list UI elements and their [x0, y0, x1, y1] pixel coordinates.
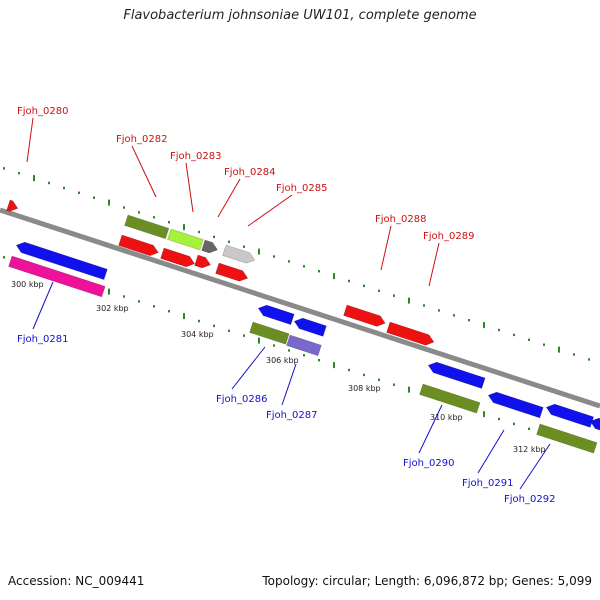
- gene-arrow-fjoh-0286[interactable]: [249, 321, 290, 345]
- leader-line: [131, 145, 157, 198]
- scale-label: 300 kbp: [11, 280, 44, 289]
- scale-label: 308 kbp: [348, 384, 381, 393]
- leader-line: [418, 404, 443, 454]
- gene-label-fjoh-0283[interactable]: Fjoh_0283: [170, 151, 221, 162]
- gene-arrow-fjoh-0285[interactable]: [222, 244, 257, 265]
- gene-arrow[interactable]: [427, 360, 486, 389]
- gene-arrow[interactable]: [215, 262, 250, 283]
- gene-arrow-fjoh-0284[interactable]: [201, 239, 220, 255]
- gene-label-fjoh-0285[interactable]: Fjoh_0285: [276, 183, 327, 194]
- gene-arrow-fjoh-0280[interactable]: [6, 199, 20, 214]
- gene-arrow-fjoh-0288[interactable]: [343, 304, 387, 328]
- gene-arrow-fjoh-0281[interactable]: [8, 255, 106, 298]
- gene-arrow[interactable]: [257, 303, 295, 326]
- label-leader-lines: [26, 117, 551, 490]
- leader-line: [231, 346, 266, 390]
- gene-label-fjoh-0290[interactable]: Fjoh_0290: [403, 458, 454, 469]
- gene-arrow-fjoh-0283[interactable]: [167, 228, 204, 251]
- gene-arrow-fjoh-0292[interactable]: [536, 423, 598, 454]
- gene-arrow[interactable]: [293, 316, 327, 337]
- gene-arrow-fjoh-0290[interactable]: [419, 383, 481, 414]
- leader-line: [519, 443, 551, 490]
- leader-line: [32, 281, 54, 330]
- leader-line: [247, 194, 293, 227]
- gene-features: [6, 199, 600, 454]
- scale-label: 304 kbp: [181, 330, 214, 339]
- gene-arrow-fjoh-0291[interactable]: [487, 390, 544, 419]
- gene-label-fjoh-0286[interactable]: Fjoh_0286: [216, 394, 267, 405]
- scale-labels: 300 kbp 302 kbp 304 kbp 306 kbp 308 kbp 310 k…: [11, 280, 546, 454]
- gene-arrow-fjoh-0289[interactable]: [386, 321, 436, 347]
- gene-arrow[interactable]: [589, 416, 600, 434]
- gene-arrow[interactable]: [15, 240, 108, 281]
- genome-summary-text: Topology: circular; Length: 6,096,872 bp…: [262, 574, 592, 588]
- gene-arrow-fjoh-0282[interactable]: [124, 214, 170, 240]
- scale-label: 312 kbp: [513, 445, 546, 454]
- gene-label-fjoh-0287[interactable]: Fjoh_0287: [266, 410, 317, 421]
- map-title: Flavobacterium johnsoniae UW101, complet…: [123, 8, 477, 23]
- genome-backbone: [0, 207, 600, 409]
- gene-arrow[interactable]: [194, 254, 213, 270]
- leader-line: [26, 117, 34, 163]
- gene-label-fjoh-0292[interactable]: Fjoh_0292: [504, 494, 555, 505]
- gene-arrow[interactable]: [160, 247, 197, 269]
- top-tick-track: [3, 167, 590, 361]
- gene-label-fjoh-0289[interactable]: Fjoh_0289: [423, 231, 474, 242]
- leader-line: [185, 162, 194, 213]
- gene-label-fjoh-0282[interactable]: Fjoh_0282: [116, 134, 167, 145]
- gene-arrow-fjoh-0287[interactable]: [286, 334, 322, 357]
- scale-label: 302 kbp: [96, 304, 129, 313]
- gene-label-fjoh-0291[interactable]: Fjoh_0291: [462, 478, 513, 489]
- gene-label-fjoh-0281[interactable]: Fjoh_0281: [17, 334, 68, 345]
- gene-label-fjoh-0280[interactable]: Fjoh_0280: [17, 106, 68, 117]
- leader-line: [217, 178, 241, 218]
- leader-line: [380, 225, 392, 271]
- scale-label: 310 kbp: [430, 413, 463, 422]
- leader-line: [477, 429, 505, 474]
- scale-label: 306 kbp: [266, 356, 299, 365]
- gene-label-fjoh-0288[interactable]: Fjoh_0288: [375, 214, 426, 225]
- gene-arrow[interactable]: [545, 402, 595, 428]
- leader-line: [428, 242, 440, 287]
- gene-arrow[interactable]: [118, 234, 160, 258]
- accession-text: Accession: NC_009441: [8, 574, 145, 588]
- gene-label-fjoh-0284[interactable]: Fjoh_0284: [224, 167, 275, 178]
- gene-labels: Fjoh_0280Fjoh_0282Fjoh_0283Fjoh_0284Fjoh…: [17, 106, 555, 505]
- leader-line: [281, 363, 297, 406]
